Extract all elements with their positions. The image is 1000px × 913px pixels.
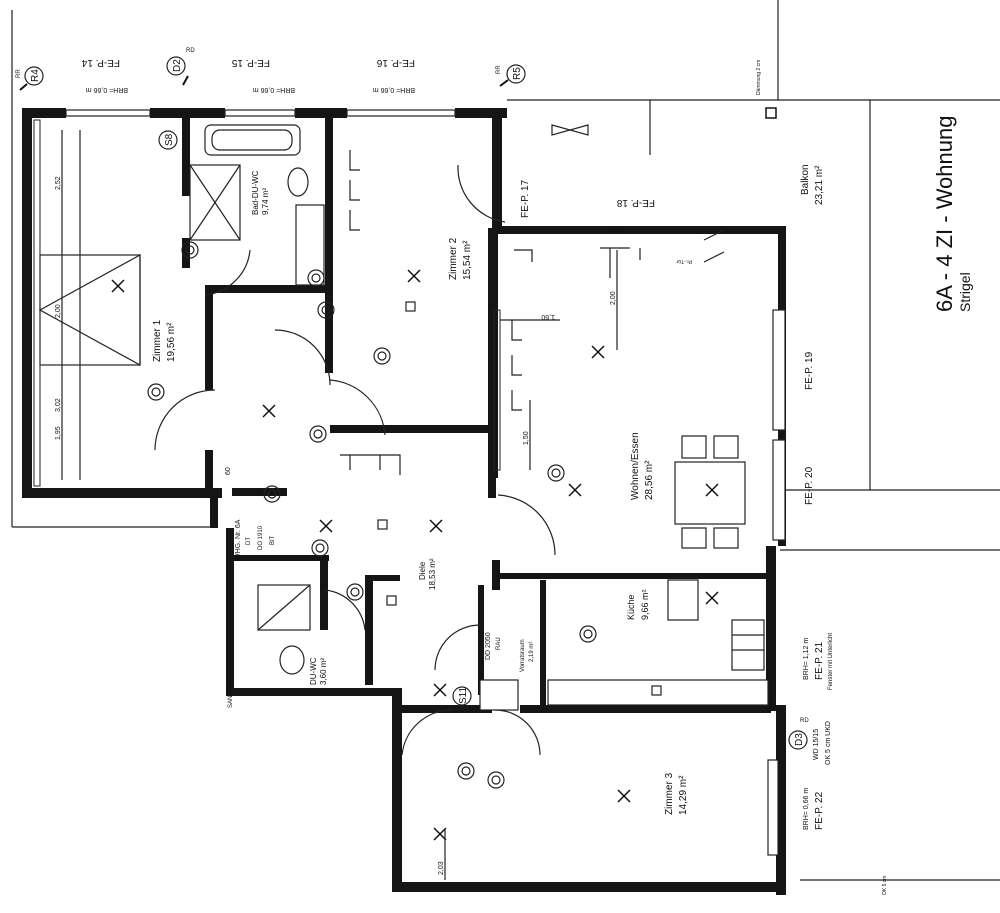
dim-2: 2,00 (55, 304, 62, 318)
dim-5: 2,00 (610, 291, 617, 305)
dim-1: 2,52 (55, 176, 62, 190)
note-do: DO 1910 (258, 525, 264, 550)
marker-r4-label: R4 (30, 69, 41, 82)
dim-7: 1,50 (523, 431, 530, 445)
window-fe21-note: Fenster mit Unterlicht (828, 633, 834, 690)
marker-r4-tag: RR (16, 69, 22, 78)
room-kueche-area: 9,66 m² (640, 589, 650, 620)
room-vorrat-area: 2,19 m² (529, 642, 535, 662)
window-fe22-brh: BRH= 0,66 m (803, 788, 810, 830)
dimension-lines (61, 130, 618, 880)
room-kueche-name: Küche (626, 594, 636, 620)
room-zimmer3-name: Zimmer 3 (664, 772, 675, 815)
room-zimmer3-area: 14,29 m² (678, 775, 689, 815)
room-duwc-name: DU-WC (309, 657, 318, 685)
room-diele-area: 18,53 m² (428, 558, 437, 590)
dim-6: 1,60 (541, 313, 555, 320)
drawing-frame (11, 0, 1000, 881)
window-fe14-brh: BRH= 0,66 m (86, 86, 128, 93)
note-sanitaer: SANITÄR (227, 681, 234, 708)
room-duwc-area: 3,60 m² (319, 658, 328, 685)
note-rau: RAU (496, 637, 502, 650)
window-fe16-label: FE-P. 16 (376, 57, 415, 68)
room-zimmer2-area: 15,54 m² (462, 240, 473, 280)
marker-r5-label: R5 (512, 67, 523, 80)
window-fe19-label: FE-P. 19 (804, 351, 815, 390)
title-block: 6A - 4 ZI - Wohnung Strigel (932, 116, 973, 312)
window-fe17-label: FE-P. 17 (520, 179, 531, 218)
window-fe21-label: FE-P. 21 (814, 641, 825, 680)
marker-d2-tag: RD (186, 48, 195, 54)
window-fe14-label: FE-P. 14 (81, 57, 120, 68)
room-zimmer1-area: 19,56 m² (166, 322, 177, 362)
interior-walls (182, 118, 771, 713)
note-dd: DD 2050 (485, 632, 492, 660)
markers (19, 56, 808, 750)
room-wohnen-name: Wohnen/Essen (630, 432, 641, 500)
window-labels: FE-P. 14 BRH= 0,66 m FE-P. 15 BRH= 0,66 … (81, 57, 834, 830)
notes: WHG. Nr. 6A DT DO 1910 BIT WD 15/15 OK 5… (227, 60, 888, 895)
exterior-walls (22, 108, 786, 895)
note-wohnungsnr: WHG. Nr. 6A (235, 519, 242, 560)
dim-4: 1,95 (55, 426, 62, 440)
window-fe22-label: FE-P. 22 (814, 791, 825, 830)
window-fe15-label: FE-P. 15 (231, 57, 270, 68)
marker-d3-tag: RD (800, 718, 809, 724)
note-daemmung: Dämmung 2 cm (756, 60, 762, 95)
plan-subtitle: Strigel (957, 272, 973, 312)
room-bad-name: Bad-DU-WC (251, 170, 260, 215)
window-fe15-brh: BRH= 0,66 m (253, 86, 295, 93)
marker-r5-tag: RR (496, 65, 502, 74)
dim-8: 2,03 (438, 861, 445, 875)
marker-s11-label: S11 (458, 687, 469, 704)
marker-labels: R4 RR R5 RR D2 RD D3 RD S8 S11 (16, 48, 809, 746)
window-fe18-label: FE-P. 18 (616, 197, 655, 208)
room-labels: Zimmer 1 19,56 m² Bad-DU-WC 9,74 m² Zimm… (152, 164, 825, 815)
note-pr: Pr.-Tür (676, 258, 692, 264)
room-balkon-name: Balkon (800, 164, 811, 195)
note-wd: WD 15/15 (813, 729, 820, 760)
dimension-labels: 2,52 2,00 3,02 1,95 2,00 1,60 1,50 2,03 … (55, 176, 617, 875)
marker-d3-label: D3 (794, 733, 805, 746)
room-bad-area: 9,74 m² (261, 188, 270, 215)
room-balkon-area: 23,21 m² (814, 165, 825, 205)
dim-9: 60 (225, 467, 232, 475)
note-mark: ◆ (768, 703, 775, 712)
plan-title: 6A - 4 ZI - Wohnung (932, 116, 957, 312)
note-bit: BIT (270, 535, 276, 545)
dim-3: 3,02 (55, 398, 62, 412)
room-diele-name: Diele (418, 561, 427, 580)
marker-d2-label: D2 (172, 59, 183, 72)
window-fe21-brh: BRH= 1,12 m (803, 638, 810, 680)
note-ok: OK 5 cm UKD (825, 721, 832, 765)
electrical-symbols (111, 150, 725, 841)
door-swings (154, 164, 556, 756)
marker-s8-label: S8 (164, 133, 175, 146)
note-dt: DT (246, 537, 252, 545)
room-zimmer2-name: Zimmer 2 (448, 237, 459, 280)
room-zimmer1-name: Zimmer 1 (152, 319, 163, 362)
fixtures (38, 124, 769, 711)
note-kante: Kante (612, 226, 625, 232)
room-wohnen-area: 28,56 m² (644, 460, 655, 500)
note-ok2: OK 5 cm (882, 876, 888, 895)
window-fe20-label: FE-P. 20 (804, 466, 815, 505)
window-fe16-brh: BRH= 0,66 m (373, 86, 415, 93)
room-vorrat-name: Vorratsraum (520, 639, 526, 672)
